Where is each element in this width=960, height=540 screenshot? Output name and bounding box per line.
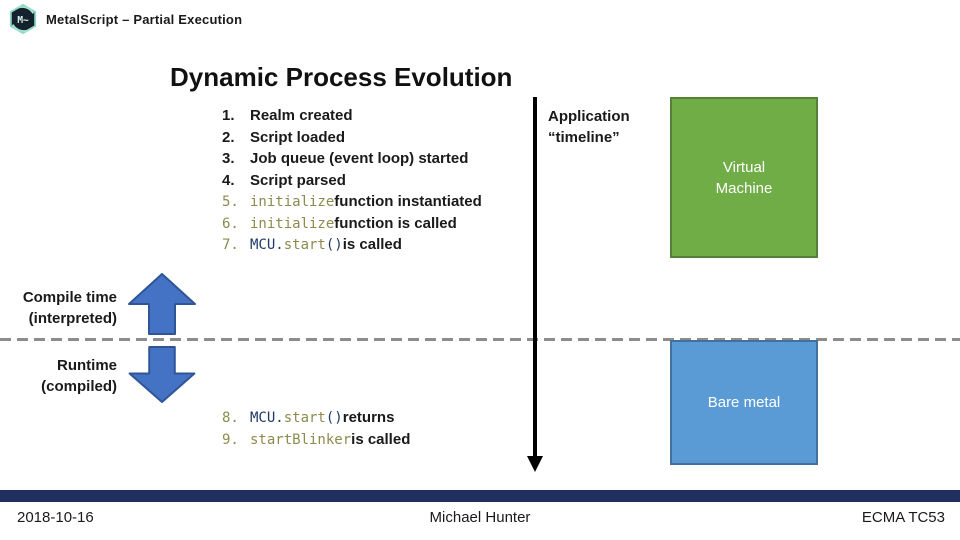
- compile-time-line2: (interpreted): [28, 310, 117, 327]
- page-title: Dynamic Process Evolution: [170, 62, 513, 92]
- step-number: 1.: [222, 107, 235, 124]
- step-text: function instantiated: [334, 193, 482, 210]
- process-step: 3. Job queue (event loop) started: [222, 148, 482, 170]
- footer-author: Michael Hunter: [429, 509, 531, 526]
- compile-time-label: Compile time (interpreted): [5, 287, 117, 329]
- code-token: (): [325, 410, 343, 426]
- runtime-label: Runtime (compiled): [5, 355, 117, 397]
- virtual-machine-box: Virtual Machine: [670, 97, 818, 258]
- step-number: 5.: [222, 194, 239, 210]
- footer-org: ECMA TC53: [861, 509, 945, 526]
- step-text: returns: [342, 409, 395, 426]
- step-text: Script parsed: [250, 171, 346, 189]
- step-text: is called: [342, 236, 402, 253]
- process-step: 8. MCU.start() returns: [222, 407, 410, 429]
- svg-text:M~: M~: [17, 15, 29, 26]
- step-number: 3.: [222, 150, 235, 167]
- header-title: MetalScript – Partial Execution: [46, 11, 243, 27]
- compile-runtime-divider-line: [0, 338, 960, 341]
- code-token: MCU.: [250, 237, 284, 253]
- timeline-arrowhead-icon: [527, 456, 543, 472]
- step-text: is called: [351, 430, 411, 448]
- footer-date: 2018-10-16: [17, 509, 94, 526]
- timeline-label-line2: “timeline”: [548, 129, 620, 146]
- virtual-machine-label-line2: Machine: [715, 179, 773, 197]
- timeline-label-line1: Application: [548, 108, 630, 125]
- process-step: 2. Script loaded: [222, 127, 482, 149]
- process-step: 4. Script parsed: [222, 170, 482, 192]
- code-token: initialize: [250, 215, 335, 232]
- step-number: 4.: [222, 171, 235, 189]
- step-text: function is called: [334, 214, 457, 232]
- code-token: startBlinker: [250, 431, 352, 448]
- runtime-line1: Runtime: [57, 357, 117, 374]
- code-token: MCU.: [250, 410, 284, 426]
- bare-metal-box: Bare metal: [670, 340, 818, 465]
- process-step: 9. startBlinker is called: [222, 429, 410, 451]
- down-arrow-icon: [128, 346, 196, 403]
- step-text: Job queue (event loop) started: [250, 150, 469, 167]
- runtime-line2: (compiled): [41, 378, 117, 395]
- bare-metal-label: Bare metal: [707, 394, 781, 411]
- metalscript-logo-icon: M~: [9, 4, 37, 34]
- step-text: Realm created: [250, 107, 353, 124]
- footer-bar: [0, 490, 960, 502]
- step-number: 9.: [222, 431, 239, 448]
- slide-header: M~ MetalScript – Partial Execution: [8, 4, 242, 34]
- process-step: 6. initialize function is called: [222, 213, 482, 235]
- code-token: (): [325, 237, 343, 253]
- code-token: start: [283, 410, 326, 426]
- timeline-arrow-line: [533, 97, 537, 457]
- up-arrow-icon: [128, 273, 196, 335]
- process-step: 7. MCU.start() is called: [222, 234, 482, 256]
- timeline-label: Application “timeline”: [548, 106, 630, 148]
- process-step: 5. initialize function instantiated: [222, 191, 482, 213]
- virtual-machine-label-line1: Virtual: [722, 158, 766, 176]
- step-number: 8.: [222, 410, 239, 426]
- process-step: 1. Realm created: [222, 105, 482, 127]
- process-steps-bottom: 8. MCU.start() returns 9. startBlinker is c…: [222, 407, 410, 450]
- step-number: 2.: [222, 128, 235, 146]
- compile-time-line1: Compile time: [22, 289, 117, 306]
- step-text: Script loaded: [250, 128, 346, 146]
- step-number: 7.: [222, 237, 239, 253]
- code-token: start: [283, 237, 326, 253]
- process-steps-top: 1. Realm created 2. Script loaded 3. Job queu…: [222, 105, 482, 256]
- code-token: initialize: [250, 194, 335, 210]
- step-number: 6.: [222, 215, 239, 232]
